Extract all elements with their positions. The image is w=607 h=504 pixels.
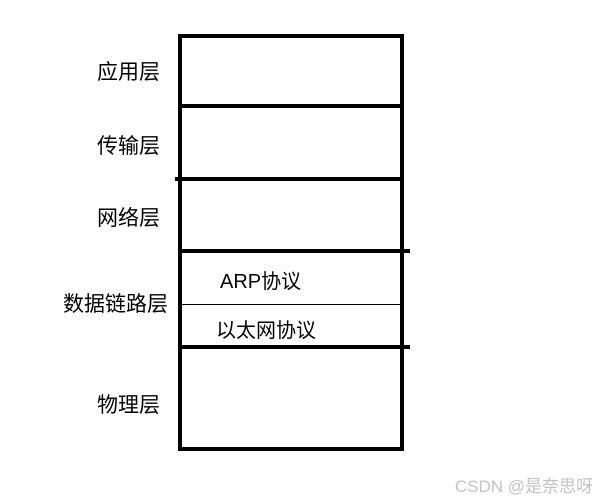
label-network-layer: 网络层 [97,207,160,230]
divider-transport-network [175,177,404,181]
csdn-watermark: CSDN @是奈思呀 [454,477,593,496]
divider-application-transport [178,104,404,108]
arp-protocol-cell: ARP协议 [220,271,302,293]
label-datalink-layer: 数据链路层 [63,293,168,316]
divider-arp-ethernet [182,304,400,305]
label-application-layer: 应用层 [97,61,160,84]
stack-box-top-border [178,34,404,38]
divider-network-datalink [178,249,410,253]
stack-box-right-border [400,34,404,451]
divider-datalink-physical [178,345,410,349]
label-physical-layer: 物理层 [97,394,160,417]
label-transport-layer: 传输层 [97,135,160,158]
stack-box-left-border [178,34,182,451]
ethernet-protocol-cell: 以太网协议 [216,320,316,342]
stack-box-bottom-border [178,447,404,451]
